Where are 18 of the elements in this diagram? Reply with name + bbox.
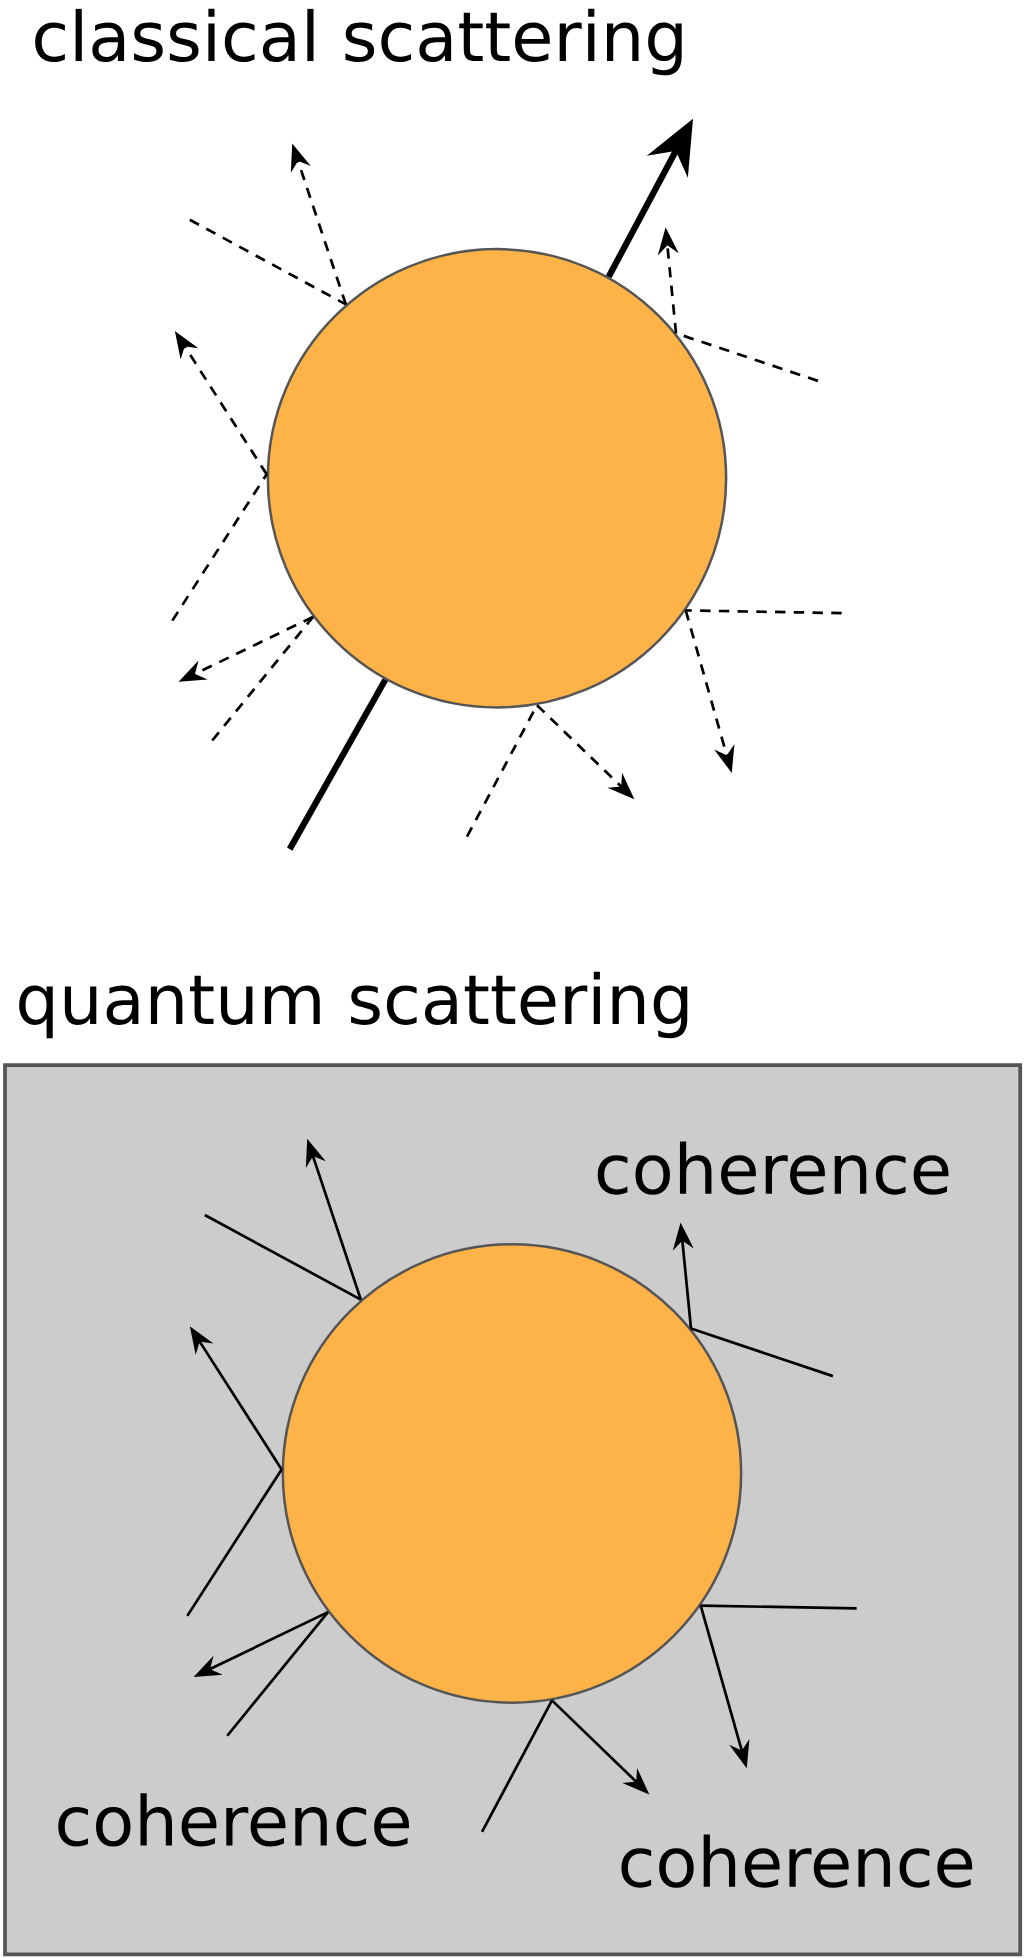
line [171,473,268,622]
annotation: coherence [58,1793,409,1847]
annotation: coherence [597,1141,949,1195]
sphere [266,247,728,709]
line [690,1327,834,1378]
line [700,1604,857,1610]
heading: quantum scattering [19,971,688,1039]
line [685,609,842,615]
line [287,678,389,851]
line [186,1468,283,1617]
line [480,1699,554,1833]
annotation: coherence [621,1834,973,1888]
line [226,1611,330,1737]
heading: classical scattering [35,8,682,76]
line [211,616,315,742]
sphere [281,1243,743,1704]
line [189,218,347,306]
line [204,1213,362,1301]
